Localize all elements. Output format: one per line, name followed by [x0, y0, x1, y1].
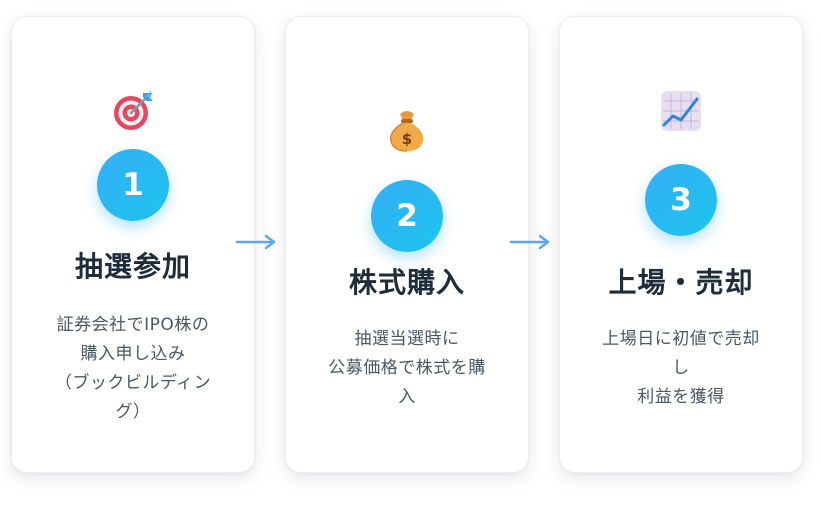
- step-description: 上場日に初値で売却 し 利益を獲得: [574, 325, 788, 412]
- description-line: 抽選当選時に: [354, 329, 460, 349]
- step-number-badge: 3: [645, 164, 717, 236]
- step-title: 上場・売却: [608, 266, 754, 299]
- description-line: 証券会社でIPO株の: [56, 315, 210, 335]
- right-arrow-icon: [509, 234, 550, 250]
- description-line: 購入申し込み: [80, 344, 186, 364]
- svg-text:$: $: [402, 130, 412, 148]
- target-dart-icon: [12, 87, 254, 135]
- rising-chart-icon: [560, 87, 802, 135]
- description-line: 上場日に初値で売却: [602, 329, 760, 349]
- description-line: 公募価格で株式を購: [328, 358, 486, 378]
- step-card-1: 1 抽選参加 証券会社でIPO株の 購入申し込み （ブックビルディン グ）: [11, 16, 255, 473]
- step-number-badge: 2: [371, 180, 443, 252]
- right-arrow-icon: [235, 234, 276, 250]
- description-line: 利益を獲得: [637, 387, 725, 407]
- step-card-2: $ 2 株式購入 抽選当選時に 公募価格で株式を購 入: [285, 16, 529, 473]
- money-bag-icon: $: [286, 105, 528, 153]
- description-line: （ブックビルディン: [54, 373, 212, 393]
- step-title: 株式購入: [348, 266, 465, 299]
- step-number-badge: 1: [97, 149, 169, 221]
- description-line: 入: [398, 387, 416, 407]
- description-line: グ）: [115, 402, 151, 422]
- description-line: し: [672, 358, 690, 378]
- step-description: 証券会社でIPO株の 購入申し込み （ブックビルディン グ）: [26, 311, 240, 427]
- step-card-3: 3 上場・売却 上場日に初値で売却 し 利益を獲得: [559, 16, 803, 473]
- step-title: 抽選参加: [74, 250, 191, 283]
- step-description: 抽選当選時に 公募価格で株式を購 入: [300, 325, 514, 412]
